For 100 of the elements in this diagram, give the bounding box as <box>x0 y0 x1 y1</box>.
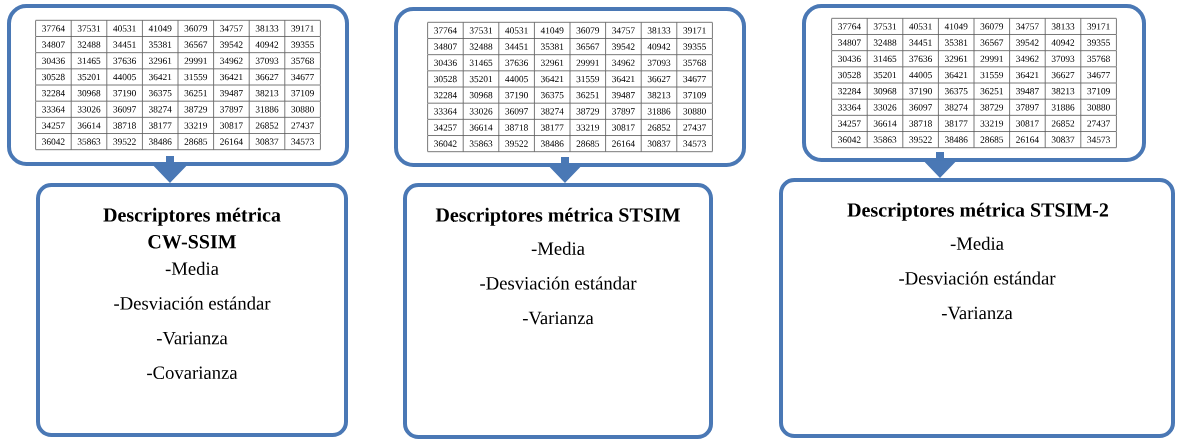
table-cell: 38274 <box>945 104 968 111</box>
table-cell: 38274 <box>149 106 172 113</box>
table-cell: 38729 <box>980 104 1004 111</box>
table-cell: 44005 <box>113 73 136 81</box>
table-cell: 38213 <box>647 92 671 99</box>
table-cell: 37636 <box>113 57 136 64</box>
table-cell: 38486 <box>541 140 564 147</box>
table-cell: 36097 <box>113 106 136 113</box>
table-cell: 37109 <box>291 90 314 97</box>
table-cell: 38213 <box>255 90 279 97</box>
table-cell: 29991 <box>184 57 207 64</box>
table-cell: 35201 <box>77 73 101 81</box>
table-cell: 37109 <box>1087 88 1110 95</box>
table-cell: 35863 <box>873 136 897 143</box>
table-cell: 36042 <box>434 140 457 147</box>
table-cell: 32961 <box>149 57 172 64</box>
table-cell: 39487 <box>1016 88 1039 95</box>
table-cell: 36614 <box>469 124 493 131</box>
table-cell: 32284 <box>434 92 457 99</box>
table-cell: 31559 <box>184 73 208 81</box>
table-cell: 36251 <box>980 88 1003 95</box>
table-cell: 31465 <box>77 57 101 64</box>
table-cell: 39487 <box>220 90 243 97</box>
table-cell: 36567 <box>980 39 1004 46</box>
table-cell: 37764 <box>42 25 65 32</box>
table-cell: 36097 <box>505 108 528 115</box>
table-cell: 37531 <box>469 27 493 34</box>
table-cell: 32961 <box>945 55 968 62</box>
table-cell: 37531 <box>873 23 897 30</box>
table-cell: 40531 <box>113 25 136 32</box>
table-cell: 34757 <box>1016 23 1039 30</box>
table-cell: 32284 <box>42 90 65 97</box>
table-cell: 26852 <box>255 122 279 129</box>
heading: Descriptores métrica STSIM <box>435 207 680 226</box>
description-box <box>779 178 1175 438</box>
table-cell: 33026 <box>77 106 101 113</box>
list-item: -Covarianza <box>147 366 238 379</box>
table-cell: 32488 <box>873 39 897 46</box>
table-card <box>7 4 349 166</box>
table-cell: 34962 <box>612 59 635 66</box>
table-cell: 40531 <box>909 23 932 30</box>
table-cell: 38133 <box>1051 23 1075 30</box>
table-cell: 26164 <box>1016 136 1039 143</box>
table-cell: 33026 <box>469 108 493 115</box>
table-cell: 36421 <box>1016 71 1039 79</box>
table-cell: 39542 <box>612 43 635 50</box>
table-cell: 34257 <box>434 124 457 131</box>
table-cell: 38718 <box>909 120 932 127</box>
table-cell: 35863 <box>469 140 493 147</box>
table-cell: 30528 <box>838 71 861 79</box>
table-cell: 36042 <box>838 136 861 143</box>
table-cell: 32488 <box>469 43 493 50</box>
table-cell: 34451 <box>505 43 528 50</box>
table-cell: 28685 <box>576 140 600 147</box>
table-cell: 35768 <box>291 57 314 64</box>
table-cell: 35201 <box>873 71 897 79</box>
table-cell: 37897 <box>612 108 635 115</box>
table-cell: 37897 <box>220 106 243 113</box>
table-card <box>802 4 1146 162</box>
list-item: -Media <box>531 241 585 255</box>
table-cell: 37764 <box>434 27 457 34</box>
description-box <box>36 183 348 437</box>
table-cell: 36097 <box>909 104 932 111</box>
table-cell: 28685 <box>980 136 1004 143</box>
table-cell: 30817 <box>612 124 635 131</box>
table-cell: 33219 <box>576 124 600 131</box>
table-cell: 38213 <box>1051 88 1075 95</box>
list-item: -Media <box>950 236 1004 250</box>
table-cell: 37109 <box>683 92 706 99</box>
table-cell: 34962 <box>220 57 243 64</box>
table-cell: 38274 <box>541 108 564 115</box>
table-cell: 36251 <box>576 92 599 99</box>
table-cell: 29991 <box>576 59 599 66</box>
table-cell: 31886 <box>1051 104 1075 111</box>
table-cell: 36375 <box>945 88 968 95</box>
table-cell: 33026 <box>873 104 897 111</box>
table-cell: 34962 <box>1016 55 1039 62</box>
table-cell: 44005 <box>909 71 932 79</box>
table-card <box>394 7 746 167</box>
table-cell: 37093 <box>255 57 279 64</box>
table-cell: 35381 <box>149 41 172 48</box>
table-cell: 30880 <box>1087 104 1110 111</box>
table-cell: 36627 <box>255 73 279 81</box>
table-cell: 37897 <box>1016 104 1039 111</box>
table-cell: 36421 <box>945 71 968 79</box>
table-cell: 34677 <box>291 73 314 81</box>
table-cell: 33364 <box>42 106 65 113</box>
table-cell: 32284 <box>838 88 861 95</box>
table-cell: 34757 <box>220 25 243 32</box>
table-cell: 31886 <box>255 106 279 113</box>
table-cell: 39355 <box>291 41 314 48</box>
table-cell: 38486 <box>945 136 968 143</box>
table-cell: 30528 <box>42 73 65 81</box>
table-cell: 30817 <box>1016 120 1039 127</box>
table-cell: 36614 <box>873 120 897 127</box>
description-box <box>403 183 713 439</box>
table-cell: 26852 <box>1051 120 1075 127</box>
table-cell: 39542 <box>220 41 243 48</box>
table-cell: 37190 <box>505 92 528 99</box>
table-cell: 31886 <box>647 108 671 115</box>
